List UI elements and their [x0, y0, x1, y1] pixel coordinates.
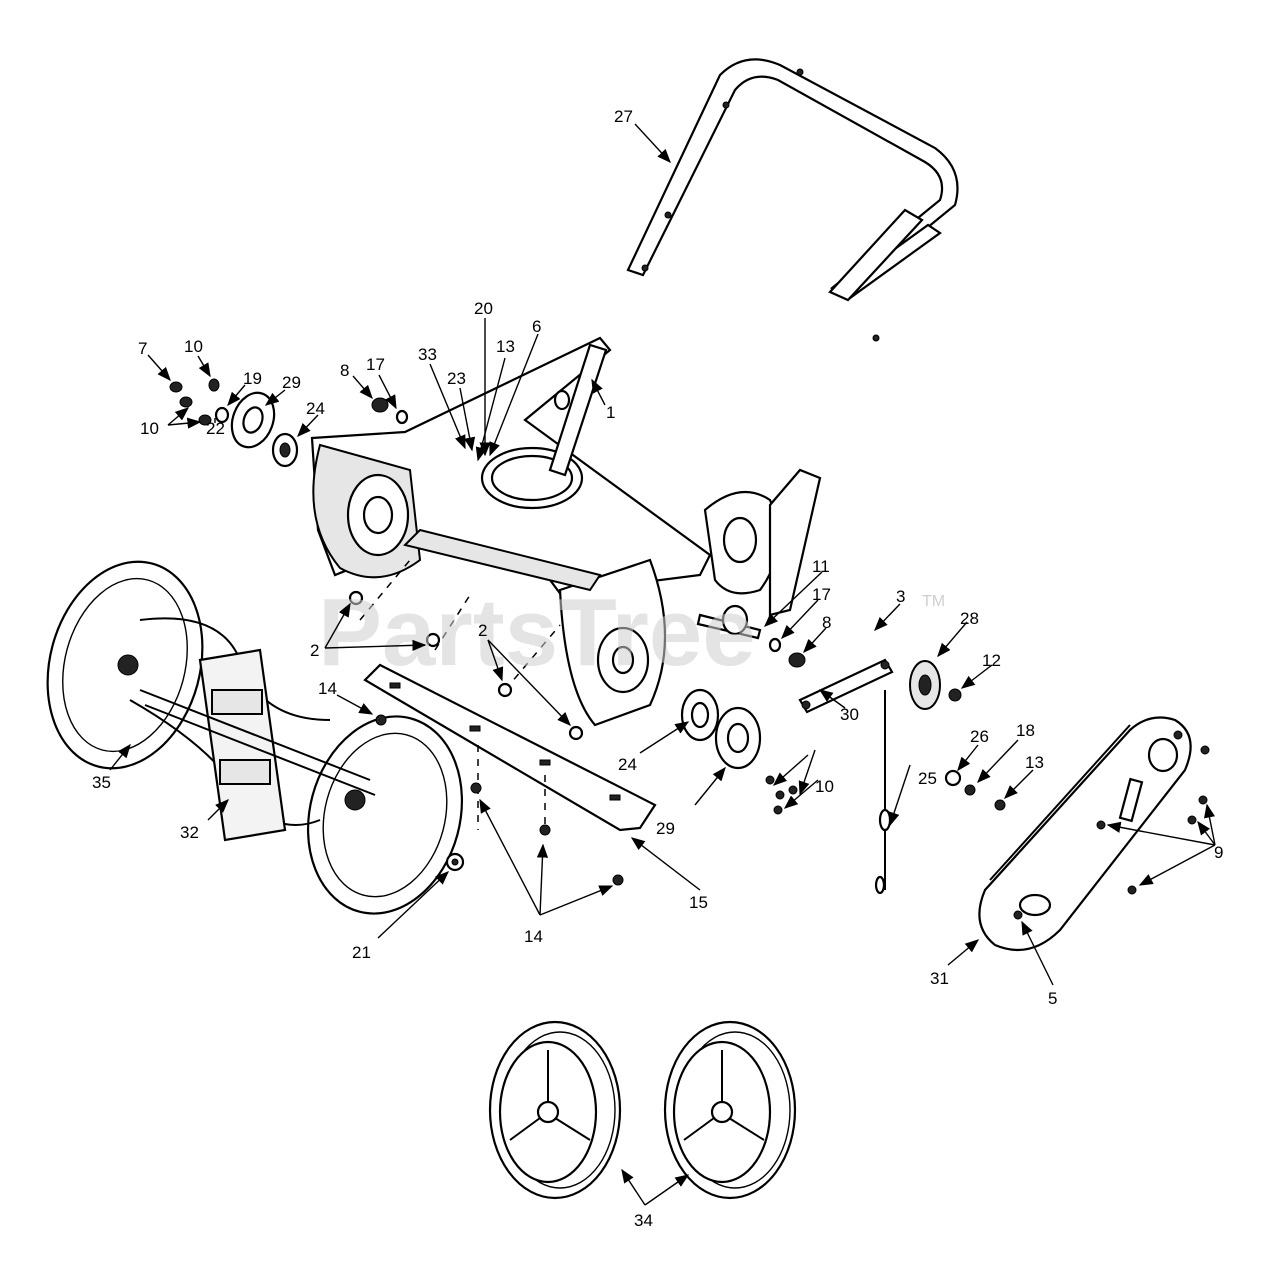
- wheels-part-34: [488, 1020, 797, 1200]
- callout-14-bottom: 14: [524, 927, 543, 946]
- watermark-trademark: TM: [922, 593, 945, 610]
- callout-35: 35: [92, 773, 111, 792]
- callout-5: 5: [1048, 989, 1057, 1008]
- callout-33: 33: [418, 345, 437, 364]
- callout-10-top: 10: [184, 337, 203, 356]
- callout-23: 23: [447, 369, 466, 388]
- watermark-text: PartsTree: [318, 579, 756, 686]
- callout-labels: 27 20 6 13 33 23 1 7 10 19 29 10 22 24 8…: [92, 107, 1223, 1230]
- callout-29-right: 29: [656, 819, 675, 838]
- callout-8-right: 8: [822, 613, 831, 632]
- belt-cover-part-31: [978, 716, 1210, 952]
- callout-3: 3: [896, 587, 905, 606]
- hardware-bolts: [348, 590, 624, 886]
- callout-8-left: 8: [340, 361, 349, 380]
- callout-18: 18: [1016, 721, 1035, 740]
- callout-13: 13: [496, 337, 515, 356]
- callout-17-right: 17: [812, 585, 831, 604]
- callout-24-left: 24: [306, 399, 325, 418]
- callout-2-center: 2: [478, 621, 487, 640]
- callout-1: 1: [606, 403, 615, 422]
- callout-17-left: 17: [366, 355, 385, 374]
- callout-14-top: 14: [318, 679, 337, 698]
- auger-housing-part-1: [310, 336, 822, 727]
- callout-21: 21: [352, 943, 371, 962]
- callout-2-left: 2: [310, 641, 319, 660]
- shave-plate-part-15: [363, 663, 657, 832]
- handle-part-27: [626, 58, 959, 342]
- callout-22: 22: [206, 419, 225, 438]
- leader-lines: [109, 123, 1216, 1206]
- callout-31: 31: [930, 969, 949, 988]
- callout-26: 26: [970, 727, 989, 746]
- callout-6: 6: [532, 317, 541, 336]
- callout-28: 28: [960, 609, 979, 628]
- auger-part-32: [46, 560, 464, 915]
- callout-12: 12: [982, 651, 1001, 670]
- callout-9: 9: [1214, 843, 1223, 862]
- callout-10-right: 10: [815, 777, 834, 796]
- callout-20: 20: [474, 299, 493, 318]
- left-side-hardware: [169, 378, 409, 468]
- callout-15: 15: [689, 893, 708, 912]
- callout-27: 27: [614, 107, 633, 126]
- callout-29-left: 29: [282, 373, 301, 392]
- callout-25: 25: [918, 769, 937, 788]
- callout-10-left: 10: [140, 419, 159, 438]
- callout-24-right: 24: [618, 755, 637, 774]
- callout-7: 7: [138, 339, 147, 358]
- callout-11: 11: [812, 557, 830, 576]
- callout-30: 30: [840, 705, 859, 724]
- callout-13-right: 13: [1025, 753, 1044, 772]
- callout-32: 32: [180, 823, 199, 842]
- callout-34: 34: [634, 1211, 653, 1230]
- callout-19: 19: [243, 369, 262, 388]
